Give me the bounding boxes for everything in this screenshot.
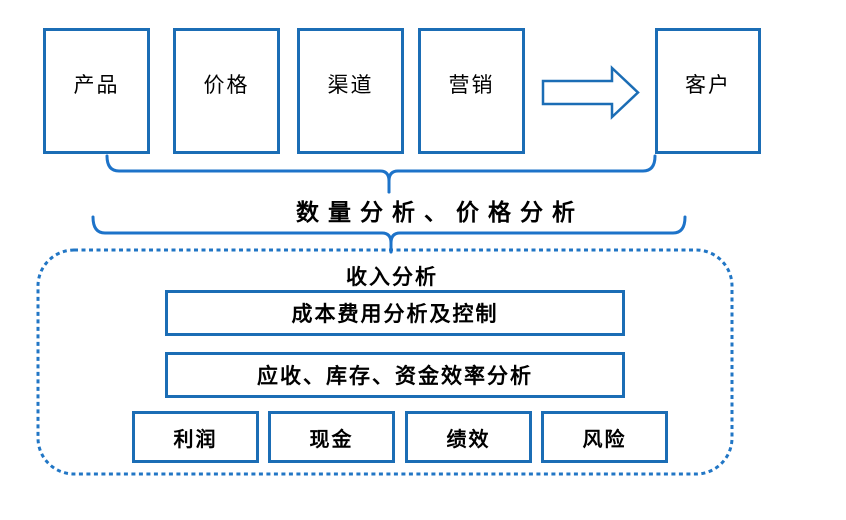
bar-efficiency-analysis: 应收、库存、资金效率分析 bbox=[165, 352, 625, 398]
node-customer-label: 客户 bbox=[685, 73, 731, 97]
node-price: 价格 bbox=[173, 28, 280, 154]
bar-efficiency-analysis-label: 应收、库存、资金效率分析 bbox=[257, 364, 533, 388]
bar-cost-expense-analysis: 成本费用分析及控制 bbox=[165, 290, 625, 336]
node-price-label: 价格 bbox=[203, 73, 250, 97]
node-cash-label: 现金 bbox=[309, 428, 354, 451]
upper-brace bbox=[105, 154, 657, 194]
node-performance: 绩效 bbox=[405, 411, 532, 463]
node-profit-label: 利润 bbox=[173, 428, 218, 451]
node-product: 产品 bbox=[43, 28, 150, 154]
node-profit: 利润 bbox=[132, 411, 259, 463]
bar-cost-expense-analysis-label: 成本费用分析及控制 bbox=[291, 302, 499, 326]
node-risk: 风险 bbox=[541, 411, 668, 463]
label-quantity-price-analysis: 数量分析、价格分析 bbox=[296, 200, 584, 225]
node-customer: 客户 bbox=[655, 28, 761, 154]
flow-right-arrow-icon bbox=[541, 65, 640, 120]
node-marketing: 营销 bbox=[418, 28, 525, 154]
node-cash: 现金 bbox=[268, 411, 395, 463]
node-product-label: 产品 bbox=[73, 73, 120, 97]
node-risk-label: 风险 bbox=[582, 428, 627, 451]
node-performance-label: 绩效 bbox=[446, 428, 491, 451]
label-revenue-analysis: 收入分析 bbox=[346, 265, 438, 289]
node-channel-label: 渠道 bbox=[327, 73, 374, 97]
node-marketing-label: 营销 bbox=[448, 73, 495, 97]
node-channel: 渠道 bbox=[297, 28, 404, 154]
